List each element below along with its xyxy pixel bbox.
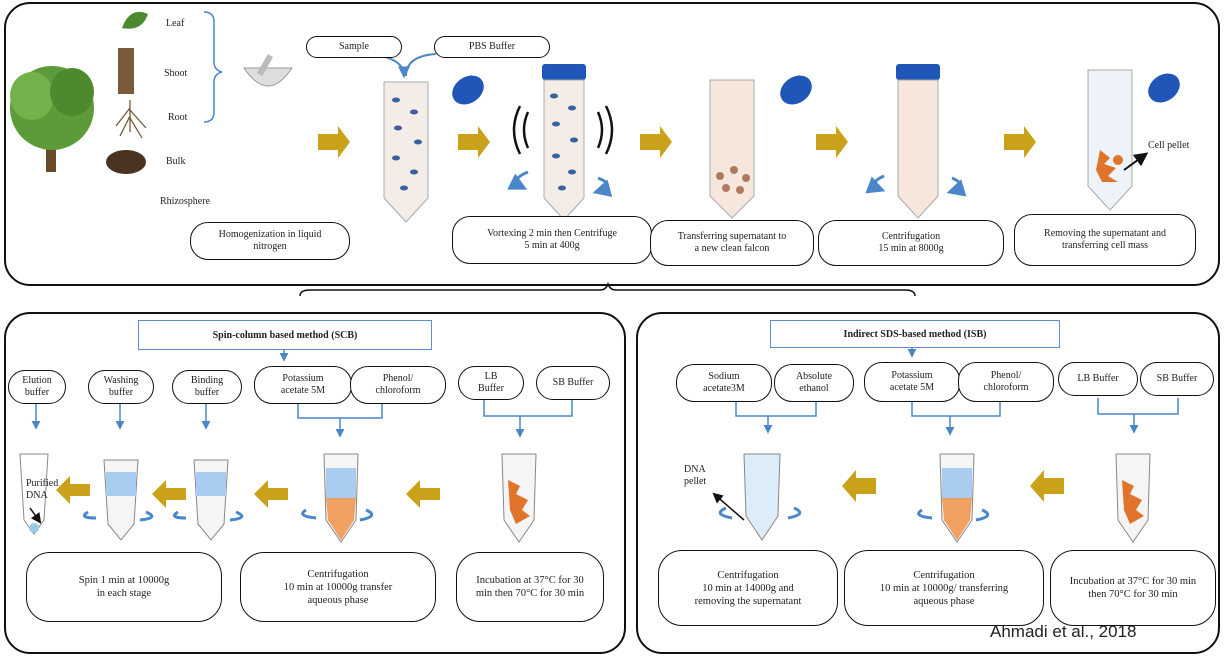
isb-tube-phase — [917, 453, 990, 543]
scb-washing-buffer: Washing buffer — [88, 370, 154, 404]
cap-icon-3 — [780, 75, 812, 105]
source-shoot: Shoot — [164, 68, 188, 79]
cap-icon-1 — [452, 75, 484, 105]
isb-absolute-ethanol: Absolute ethanol — [774, 364, 854, 402]
soil-icon — [106, 150, 146, 174]
isb-step-centrifugation-10000g: Centrifugation 10 min at 10000g/ transfe… — [844, 550, 1044, 626]
bracket-connector — [299, 281, 916, 297]
dna-pellet-label: DNA pellet — [684, 464, 707, 487]
isb-tube-lysate — [1115, 453, 1151, 543]
leaf-icon — [122, 11, 148, 29]
tree-icon — [10, 66, 94, 172]
falcon-tube-4 — [865, 64, 967, 219]
credit-label: Ahmadi et al., 2018 — [990, 622, 1137, 641]
scb-binding-buffer: Binding buffer — [172, 370, 242, 404]
scb-step-incubation: Incubation at 37°C for 30 min then 70°C … — [456, 552, 604, 622]
scb-title: Spin-column based method (SCB) — [138, 320, 432, 350]
scb-lb-buffer: LB Buffer — [458, 366, 524, 400]
scb-step-centrifugation: Centrifugation 10 min at 10000g transfer… — [240, 552, 436, 622]
step-vortexing: Vortexing 2 min then Centrifuge 5 min at… — [452, 216, 652, 264]
scb-sb-buffer: SB Buffer — [536, 366, 610, 400]
step-centrifugation-8000g: Centrifugation 15 min at 8000g — [818, 220, 1004, 266]
step-arrows-isb — [842, 470, 1064, 502]
step-arrows-scb — [56, 476, 440, 508]
scb-tube-binding — [172, 459, 244, 541]
scb-tube-elution — [19, 453, 49, 535]
purified-dna-label: Purified DNA — [26, 478, 59, 501]
isb-title: Indirect SDS-based method (ISB) — [770, 320, 1060, 348]
scb-elution-buffer: Elution buffer — [8, 370, 66, 404]
source-root: Root — [168, 112, 188, 123]
scb-phenol-chloroform: Phenol/ chloroform — [350, 366, 446, 404]
step-transferring: Transferring supernatant to a new clean … — [650, 220, 814, 266]
falcon-tube-1 — [383, 81, 429, 223]
step-arrows-top — [318, 126, 1036, 158]
pbs-arrow — [405, 53, 437, 77]
isb-phenol-chloroform: Phenol/ chloroform — [958, 362, 1054, 402]
isb-potassium-acetate: Potassium acetate 5M — [864, 362, 960, 402]
shoot-icon — [118, 48, 134, 94]
scb-tube-lysate — [501, 453, 537, 543]
scb-potassium-acetate: Potassium acetate 5M — [254, 366, 352, 404]
sample-pill: Sample — [306, 36, 402, 58]
source-bulk: Bulk — [166, 156, 186, 167]
cap-icon-5 — [1148, 73, 1180, 103]
step-homogenization: Homogenization in liquid nitrogen — [190, 222, 350, 260]
scb-step-spin: Spin 1 min at 10000g in each stage — [26, 552, 222, 622]
scb-tube-phase — [301, 453, 374, 543]
cell-pellet-label: Cell pellet — [1148, 140, 1190, 151]
isb-lb-buffer: LB Buffer — [1058, 362, 1138, 396]
scb-tube-washing — [82, 459, 154, 541]
isb-step-centrifugation-14000g: Centrifugation 10 min at 14000g and remo… — [658, 550, 838, 626]
source-leaf: Leaf — [166, 18, 185, 29]
falcon-tube-5 — [1087, 69, 1149, 211]
isb-tube-pellet — [712, 453, 802, 541]
root-icon — [115, 100, 147, 139]
isb-sb-buffer: SB Buffer — [1140, 362, 1214, 396]
falcon-tube-3 — [709, 79, 755, 219]
source-rhizosphere: Rhizosphere — [160, 196, 210, 207]
isb-step-incubation: Incubation at 37°C for 30 min then 70°C … — [1050, 550, 1216, 626]
pbs-buffer-pill: PBS Buffer — [434, 36, 550, 58]
brace — [203, 11, 223, 123]
mortar-icon — [243, 53, 293, 87]
falcon-tube-2 — [507, 64, 614, 221]
step-removing-supernatant: Removing the supernatant and transferrin… — [1014, 214, 1196, 266]
isb-sodium-acetate: Sodium acetate3M — [676, 364, 772, 402]
